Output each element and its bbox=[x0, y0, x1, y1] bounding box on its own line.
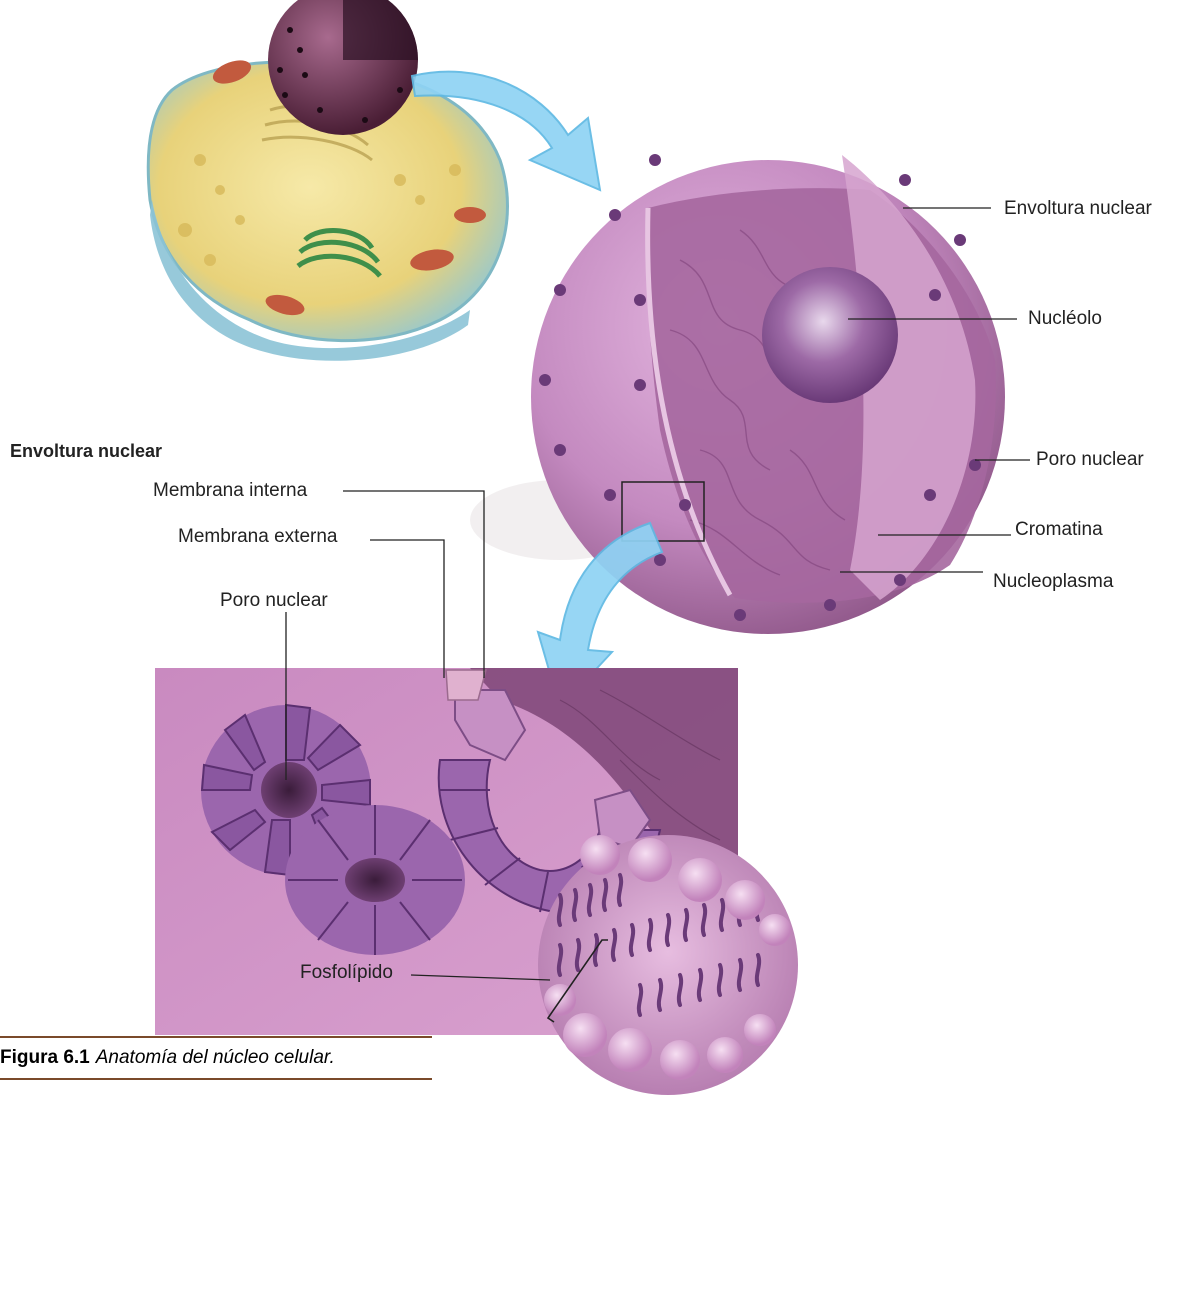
phospholipid-inset bbox=[538, 835, 798, 1095]
label-membrana-interna: Membrana interna bbox=[153, 480, 307, 502]
label-poro-nuclear-left: Poro nuclear bbox=[220, 590, 328, 612]
label-nucleoplasma: Nucleoplasma bbox=[993, 571, 1113, 593]
label-cromatina: Cromatina bbox=[1015, 519, 1103, 541]
label-membrana-externa: Membrana externa bbox=[178, 526, 337, 548]
nucleolus bbox=[762, 267, 898, 403]
nucleus-large bbox=[470, 154, 1005, 634]
figure-caption: Figura 6.1 Anatomía del núcleo celular. bbox=[0, 1036, 432, 1080]
cell-illustration bbox=[148, 0, 507, 361]
caption-text: Anatomía del núcleo celular. bbox=[96, 1047, 335, 1068]
label-nucleolo: Nucléolo bbox=[1028, 308, 1102, 330]
pore-complex-3 bbox=[285, 805, 465, 955]
label-poro-nuclear-right: Poro nuclear bbox=[1036, 449, 1144, 471]
section-heading-envoltura: Envoltura nuclear bbox=[10, 440, 162, 462]
label-fosfolipido: Fosfolípido bbox=[300, 962, 393, 984]
caption-number: Figura 6.1 bbox=[0, 1047, 90, 1068]
label-envoltura-nuclear: Envoltura nuclear bbox=[1004, 198, 1152, 220]
